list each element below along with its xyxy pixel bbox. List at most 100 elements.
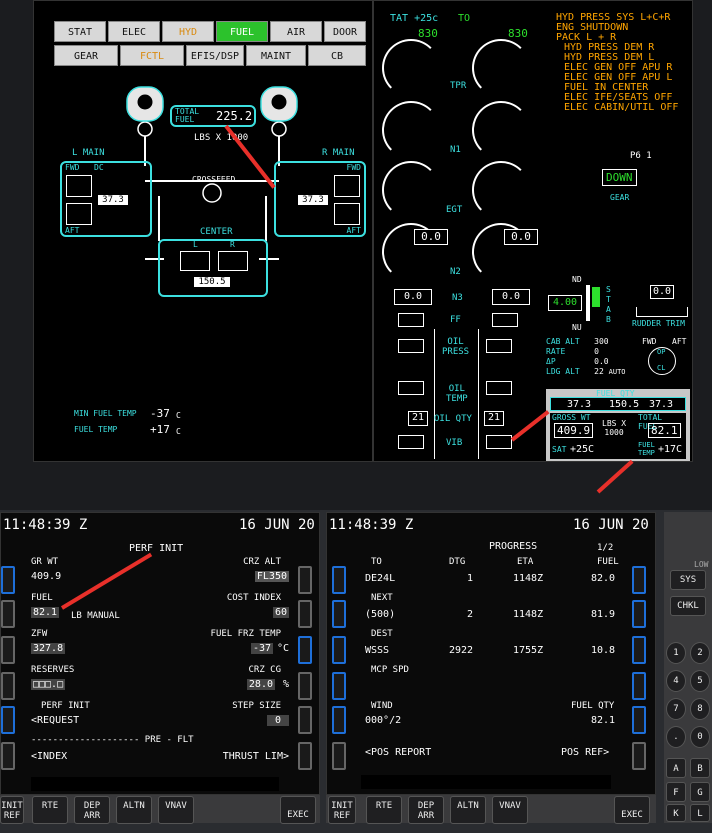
lsk-5r-left[interactable]	[298, 706, 312, 734]
tab-gear[interactable]: GEAR	[54, 45, 118, 66]
zfw-value[interactable]: 327.8	[31, 643, 66, 654]
lsk-2r-left[interactable]	[298, 600, 312, 628]
lsk-4l-left[interactable]	[1, 672, 15, 700]
tab-hyd[interactable]: HYD	[162, 21, 214, 42]
pos-report-button[interactable]: <POS REPORT	[365, 747, 432, 758]
key-1[interactable]: 1	[666, 642, 686, 664]
cdu-right-page: 1/2	[597, 543, 614, 553]
gr-wt-value: 409.9	[31, 571, 62, 582]
n2-label: N2	[450, 267, 461, 277]
lsk-2l-right[interactable]	[332, 600, 346, 628]
key-g[interactable]: G	[690, 782, 710, 802]
reserves-value[interactable]: □□□.□	[31, 679, 66, 690]
lsk-1l-left[interactable]	[1, 566, 15, 594]
key-b[interactable]: B	[690, 758, 710, 778]
fuel-unit-label: LB MANUAL	[71, 611, 120, 621]
eicas-message: ELEC GEN OFF APU R	[564, 62, 673, 73]
n1-label: N1	[450, 145, 461, 155]
altn-key[interactable]: ALTN	[450, 796, 486, 824]
lsk-6l-left[interactable]	[1, 742, 15, 770]
lsk-6r-left[interactable]	[298, 742, 312, 770]
lsk-4r-left[interactable]	[298, 672, 312, 700]
l-fwd-pump	[66, 175, 92, 197]
exec-key[interactable]: EXEC	[280, 796, 316, 824]
cost-index-value[interactable]: 60	[272, 607, 289, 618]
vnav-key[interactable]: VNAV	[158, 796, 194, 824]
thrust-mode: TO	[458, 13, 471, 24]
rate-label: RATE	[546, 347, 566, 356]
lsk-4r-right[interactable]	[632, 672, 646, 700]
crz-alt-value[interactable]: FL350	[254, 571, 289, 582]
oil-temp-label: OIL TEMP	[446, 384, 468, 404]
lsk-6r-right[interactable]	[632, 742, 646, 770]
lsk-4l-right[interactable]	[332, 672, 346, 700]
index-button[interactable]: <INDEX	[31, 751, 68, 762]
fuel-value[interactable]: 82.1	[31, 607, 60, 618]
key-4[interactable]: 4	[666, 670, 686, 692]
eicas-message: HYD PRESS SYS L+C+R	[556, 12, 671, 23]
key-8[interactable]: 8	[690, 698, 710, 720]
vnav-key[interactable]: VNAV	[492, 796, 528, 824]
n3-left-value: 0.0	[394, 289, 432, 305]
altn-key[interactable]: ALTN	[116, 796, 152, 824]
lsk-3l-right[interactable]	[332, 636, 346, 664]
step-size-value[interactable]: 0	[266, 715, 289, 726]
fuel-frz-temp-value[interactable]: -37	[250, 643, 273, 654]
gross-wt-label: GROSS WT	[552, 413, 591, 422]
lsk-3r-right[interactable]	[632, 636, 646, 664]
oil-qty-label: OIL QTY	[434, 414, 472, 424]
crossfeed-label: CROSSFEED	[192, 175, 236, 184]
lsk-2l-left[interactable]	[1, 600, 15, 628]
lsk-2r-right[interactable]	[632, 600, 646, 628]
lsk-1l-right[interactable]	[332, 566, 346, 594]
eicas-message: ENG SHUTDOWN	[556, 22, 629, 33]
rte-key[interactable]: RTE	[366, 796, 402, 824]
dep-arr-key[interactable]: DEP ARR	[408, 796, 444, 824]
tpr-right-gauge	[472, 101, 530, 159]
lsk-1r-right[interactable]	[632, 566, 646, 594]
key-dot[interactable]: .	[666, 726, 686, 748]
lsk-3l-left[interactable]	[1, 636, 15, 664]
sys-key[interactable]: SYS	[670, 570, 706, 590]
row-wpt: WSSS	[365, 645, 390, 656]
lsk-6l-right[interactable]	[332, 742, 346, 770]
lsk-1r-left[interactable]	[298, 566, 312, 594]
key-7[interactable]: 7	[666, 698, 686, 720]
exec-key[interactable]: EXEC	[614, 796, 650, 824]
key-f[interactable]: F	[666, 782, 686, 802]
tab-cb[interactable]: CB	[308, 45, 366, 66]
tab-efis-dsp[interactable]: EFIS/DSP	[186, 45, 244, 66]
key-k[interactable]: K	[666, 804, 686, 822]
tab-fuel[interactable]: FUEL	[216, 21, 268, 42]
init-ref-key[interactable]: INIT REF	[328, 796, 356, 824]
rte-key[interactable]: RTE	[32, 796, 68, 824]
tab-fctl[interactable]: FCTL	[120, 45, 184, 66]
pos-ref-button[interactable]: POS REF>	[561, 747, 610, 758]
lsk-3r-left[interactable]	[298, 636, 312, 664]
init-ref-key[interactable]: INIT REF	[0, 796, 24, 824]
row-eta: 1148Z	[513, 609, 544, 620]
tab-maint[interactable]: MAINT	[246, 45, 306, 66]
key-5[interactable]: 5	[690, 670, 710, 692]
r-fwd-label: FWD	[346, 163, 361, 172]
tab-door[interactable]: DOOR	[324, 21, 366, 42]
key-l[interactable]: L	[690, 804, 710, 822]
key-a[interactable]: A	[666, 758, 686, 778]
tab-air[interactable]: AIR	[270, 21, 322, 42]
l-main-qty: 37.3	[98, 195, 128, 205]
key-0[interactable]: 0	[690, 726, 710, 748]
eicas-message: ELEC IFE/SEATS OFF	[564, 92, 673, 103]
tab-elec[interactable]: ELEC	[108, 21, 160, 42]
thrust-lim-button[interactable]: THRUST LIM>	[222, 751, 289, 762]
lsk-5r-right[interactable]	[632, 706, 646, 734]
dep-arr-key[interactable]: DEP ARR	[74, 796, 110, 824]
col-eta: ETA	[517, 557, 534, 567]
request-button[interactable]: <REQUEST	[31, 715, 80, 726]
crz-cg-value[interactable]: 28.0	[246, 679, 275, 690]
tab-stat[interactable]: STAT	[54, 21, 106, 42]
lsk-5l-left[interactable]	[1, 706, 15, 734]
lsk-5l-right[interactable]	[332, 706, 346, 734]
key-2[interactable]: 2	[690, 642, 710, 664]
chkl-key[interactable]: CHKL	[670, 596, 706, 616]
tat-readout: TAT +25c	[390, 13, 439, 24]
